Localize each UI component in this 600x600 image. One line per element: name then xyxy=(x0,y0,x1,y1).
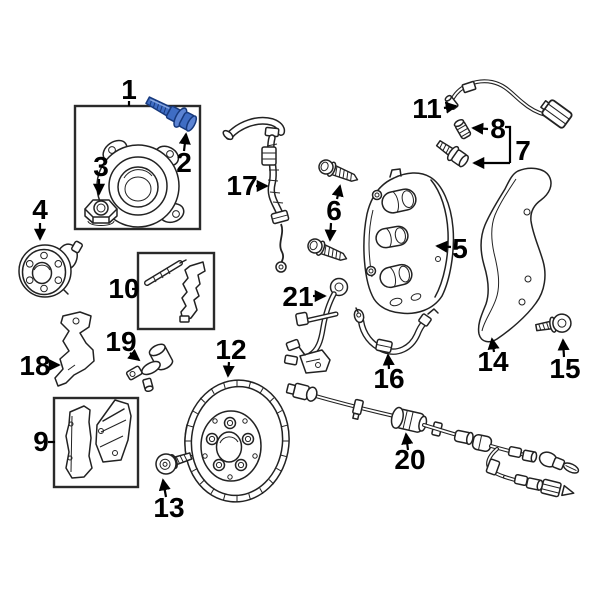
brake-caliper xyxy=(363,168,455,315)
callout-17: 17 xyxy=(226,170,269,201)
brake-hose xyxy=(222,116,290,273)
callout-9: 9 xyxy=(33,426,55,457)
callout-5: 5 xyxy=(435,233,468,264)
callout-6-label: 6 xyxy=(326,195,342,226)
spindle-nut xyxy=(84,199,118,226)
callout-14-arrow xyxy=(487,337,500,353)
callout-8-label: 8 xyxy=(490,113,506,144)
callout-13-arrow xyxy=(158,478,171,498)
callout-12: 12 xyxy=(215,334,247,378)
callout-5-label: 5 xyxy=(452,233,468,264)
abs-sensor xyxy=(125,343,174,393)
guide-pin xyxy=(144,259,187,286)
callout-15-arrow xyxy=(557,338,570,358)
callout-20-arrow xyxy=(401,432,414,451)
callout-16: 16 xyxy=(373,353,405,394)
hub-bearing-kit-box xyxy=(73,96,202,231)
callout-11-label: 11 xyxy=(412,93,442,124)
callout-13: 13 xyxy=(153,478,185,523)
bleeder-cap xyxy=(453,118,472,140)
brake-pad-right xyxy=(95,399,132,463)
callout-3-label: 3 xyxy=(93,151,109,182)
callout-20-label: 20 xyxy=(394,444,425,475)
hose-bracket xyxy=(54,311,95,387)
harness-bracket xyxy=(283,277,349,374)
callout-21-label: 21 xyxy=(282,281,313,312)
bleeder-valve xyxy=(435,140,469,168)
wheel-hub xyxy=(18,240,83,298)
callout-6-arrow-up xyxy=(331,184,344,200)
callout-8: 8 xyxy=(471,113,506,144)
hub-bearing-assembly xyxy=(96,139,185,228)
callout-19: 19 xyxy=(105,326,141,362)
rotor-set-screw xyxy=(155,452,193,475)
callout-6-arrow-down xyxy=(324,222,337,242)
pad-hardware-kit-box xyxy=(136,251,216,331)
brake-pads-box xyxy=(52,396,140,489)
callout-9-label: 9 xyxy=(33,426,49,457)
callout-2-arrow xyxy=(178,132,191,152)
abs-wire-harness xyxy=(285,382,580,498)
callout-15: 15 xyxy=(549,338,581,384)
callout-14: 14 xyxy=(477,337,509,377)
brake-pad-left xyxy=(65,405,93,479)
callout-20: 20 xyxy=(394,432,426,475)
callout-7: 7 xyxy=(515,135,531,166)
callout-19-arrow xyxy=(127,348,141,362)
callout-12-label: 12 xyxy=(215,334,246,365)
callout-5-arrow xyxy=(435,240,452,253)
callout-4: 4 xyxy=(32,194,48,241)
callout-13-label: 13 xyxy=(153,492,184,523)
highlighted-bolt xyxy=(145,96,198,132)
callout-18: 18 xyxy=(19,350,61,381)
callout-7-bracket xyxy=(472,125,512,170)
callout-15-label: 15 xyxy=(549,353,580,384)
callout-7-label: 7 xyxy=(515,135,531,166)
callout-2: 2 xyxy=(176,132,192,178)
callout-6: 6 xyxy=(324,184,344,242)
harness-grommet xyxy=(390,406,428,433)
callout-17-label: 17 xyxy=(226,170,257,201)
wear-sensor-wire xyxy=(444,79,573,129)
callout-3: 3 xyxy=(92,151,109,196)
brake-rotor xyxy=(184,379,290,503)
callout-1: 1 xyxy=(121,74,137,106)
callout-11: 11 xyxy=(412,93,458,124)
callout-18-label: 18 xyxy=(19,350,50,381)
callout-1-label: 1 xyxy=(121,74,137,105)
caliper-bolt-lower xyxy=(304,235,351,267)
sensor-connector xyxy=(540,99,573,129)
shield-bolt xyxy=(535,313,572,333)
caliper-bolt-upper xyxy=(315,156,362,188)
callout-19-label: 19 xyxy=(105,326,136,357)
callout-10: 10 xyxy=(108,273,139,304)
callout-8-arrow xyxy=(471,122,489,135)
callout-2-label: 2 xyxy=(176,147,192,178)
callout-12-arrow xyxy=(222,361,235,378)
callout-4-label: 4 xyxy=(32,194,48,225)
callout-16-arrow xyxy=(382,353,395,370)
callout-21: 21 xyxy=(282,281,327,312)
splash-shield xyxy=(477,167,552,343)
sensor-link-hose xyxy=(353,307,439,355)
callout-11-arrow xyxy=(443,101,458,114)
pad-retainer-clip xyxy=(179,261,206,323)
